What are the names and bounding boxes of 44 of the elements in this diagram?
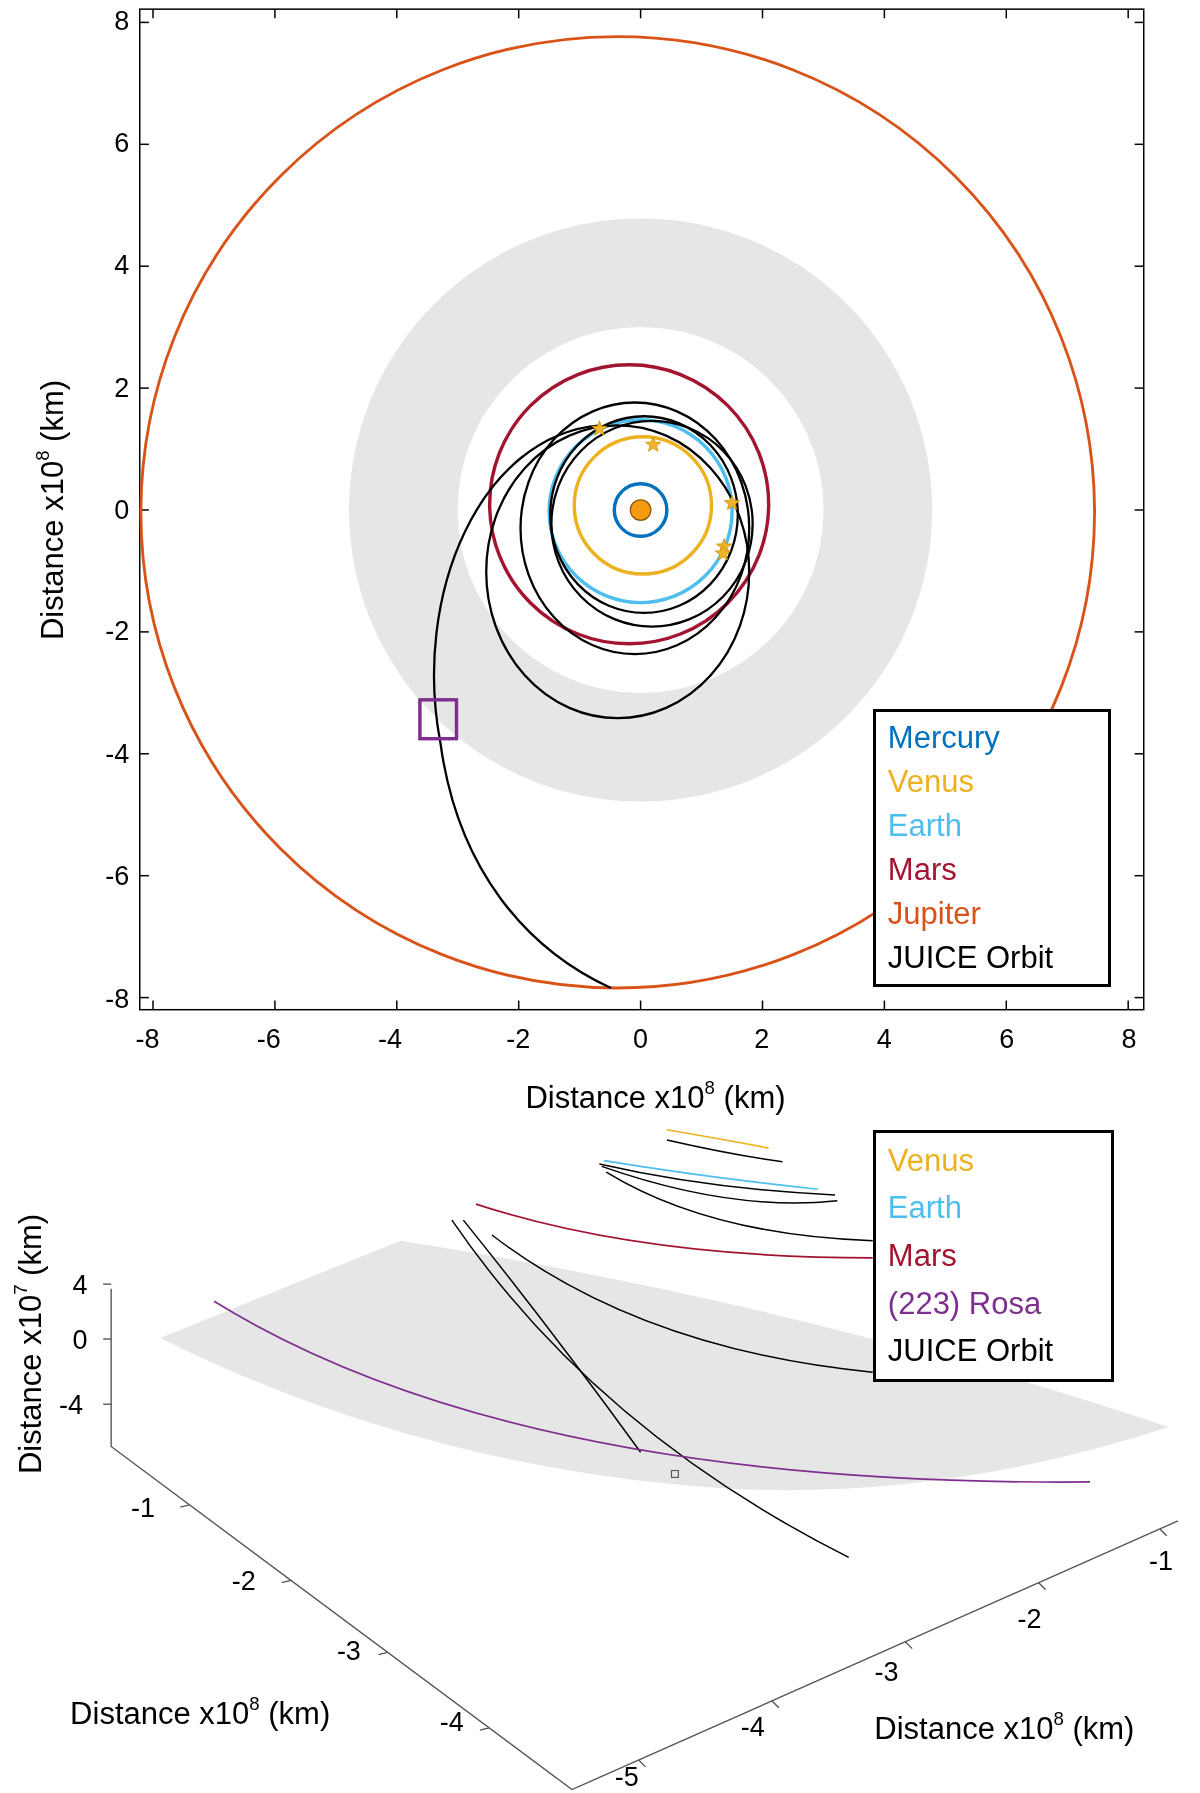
tick-label: -1 (1149, 1548, 1174, 1575)
legend-entry: Mars (887, 853, 957, 888)
tick-label: -4 (740, 1713, 765, 1741)
tick-label: 8 (114, 7, 130, 35)
axis-title: Distance x10$^{8}$ (km) (874, 1710, 1135, 1744)
legend-entry: Venus (887, 765, 975, 800)
legend-entry: Venus (887, 1143, 975, 1179)
tick-label: -1 (131, 1494, 155, 1522)
tick-label: 4 (114, 251, 130, 279)
tick-label: 0 (72, 1326, 88, 1354)
tick-label: 8 (1121, 1025, 1137, 1053)
tick-label: -6 (256, 1025, 281, 1053)
legend-entry: (223) Rosa (887, 1286, 1042, 1321)
tick-label: 2 (114, 374, 130, 402)
tick-label: -6 (105, 862, 130, 890)
legend-entry: Mercury (887, 721, 1000, 756)
legend-entry: Earth (887, 1191, 962, 1226)
tick-label: -4 (58, 1391, 83, 1419)
legend-entry: JUICE Orbit (887, 1334, 1054, 1369)
tick-label: -5 (614, 1763, 639, 1791)
tick-label: -2 (506, 1025, 531, 1053)
tick-label: -3 (336, 1637, 361, 1665)
tick-label: 0 (114, 496, 130, 524)
tick-label: -4 (105, 740, 130, 768)
axis-title: Distance x10$^{8}$ (km) (70, 1696, 331, 1729)
tick-label: 6 (114, 129, 130, 157)
tick-label: -4 (378, 1025, 403, 1053)
tick-label: 2 (754, 1025, 770, 1053)
tick-label: -2 (231, 1567, 256, 1595)
tick-label: 6 (999, 1025, 1015, 1053)
tick-label: 4 (72, 1271, 88, 1299)
tick-label: 4 (876, 1025, 892, 1053)
tick-label: -2 (105, 617, 130, 645)
tick-label: -3 (874, 1658, 899, 1686)
tick-label: -8 (135, 1025, 160, 1053)
tick-label: -2 (1017, 1605, 1042, 1633)
legend-entry: Jupiter (887, 897, 981, 932)
tick-label: 0 (633, 1025, 649, 1053)
axis-title: Distance x10$^{8}$ (km) (525, 1079, 786, 1113)
tick-label: -4 (439, 1708, 464, 1736)
legend-entry: JUICE Orbit (887, 941, 1054, 976)
legend-entry: Earth (887, 809, 962, 844)
legend-entry: Mars (887, 1239, 957, 1274)
tick-label: -8 (105, 985, 130, 1013)
